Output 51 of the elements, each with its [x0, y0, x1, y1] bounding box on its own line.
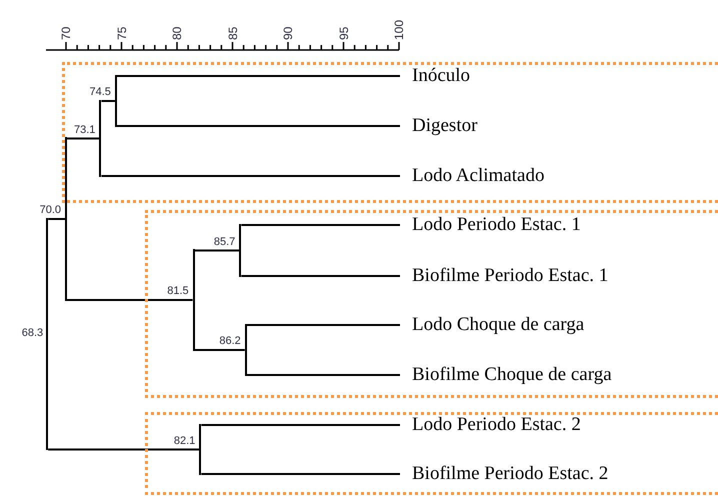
similarity-value: 86.2: [218, 335, 241, 348]
similarity-value: 68.3: [20, 327, 44, 340]
cluster-box: [145, 412, 718, 495]
dendrogram-branch: [48, 218, 65, 220]
dendrogram-branch: [48, 448, 200, 450]
cluster-box: [145, 210, 718, 398]
axis-tick-label: 85: [226, 26, 240, 40]
dendrogram-branch: [246, 374, 400, 376]
dendrogram-branch: [116, 125, 400, 127]
junction-line: [199, 424, 202, 475]
dendrogram-branch: [101, 100, 115, 102]
sample-label: Lodo Choque de carga: [412, 313, 584, 337]
dendrogram-branch: [241, 224, 400, 226]
junction-line: [239, 224, 242, 277]
dendrogram-branch: [201, 473, 400, 475]
dendrogram-branch: [101, 175, 400, 177]
axis-tick-label: 80: [170, 26, 184, 40]
junction-line: [192, 249, 195, 351]
similarity-value: 70.0: [38, 204, 61, 217]
sample-label: Digestor: [412, 114, 478, 138]
dendrogram-branch: [246, 324, 400, 326]
axis-tick-label: 70: [59, 26, 73, 40]
axis-tick-label: 90: [281, 26, 295, 40]
junction-line: [114, 75, 117, 127]
junction-line: [46, 218, 48, 450]
similarity-value: 85.7: [212, 236, 236, 248]
sample-label: Biofilme Choque de carga: [412, 363, 612, 387]
similarity-value: 73.1: [73, 124, 96, 136]
sample-label: Biofilme Periodo Estac. 1: [412, 264, 608, 288]
dendrogram-branch: [67, 299, 193, 301]
axis-tick-label: 95: [336, 26, 350, 40]
dendrogram-branch: [67, 138, 100, 140]
axis-tick-label: 75: [114, 26, 128, 40]
dendrogram-branch: [194, 349, 245, 351]
junction-line: [65, 137, 67, 301]
axis-tick-label: 100: [392, 18, 406, 40]
similarity-value: 81.5: [166, 285, 189, 298]
sample-label: Inóculo: [412, 64, 470, 88]
cluster-box: [62, 62, 718, 203]
junction-line: [99, 100, 102, 177]
dendrogram-branch: [241, 275, 400, 277]
similarity-value: 82.1: [172, 434, 196, 448]
sample-label: Biofilme Periodo Estac. 2: [412, 462, 608, 486]
sample-label: Lodo Aclimatado: [412, 164, 544, 188]
similarity-value: 74.5: [88, 86, 111, 99]
dendrogram-branch: [201, 424, 400, 426]
dendrogram-branch: [116, 75, 400, 77]
dendrogram-branch: [194, 250, 240, 252]
junction-line: [244, 324, 247, 376]
sample-label: Lodo Periodo Estac. 2: [412, 413, 581, 437]
sample-label: Lodo Periodo Estac. 1: [412, 213, 581, 237]
